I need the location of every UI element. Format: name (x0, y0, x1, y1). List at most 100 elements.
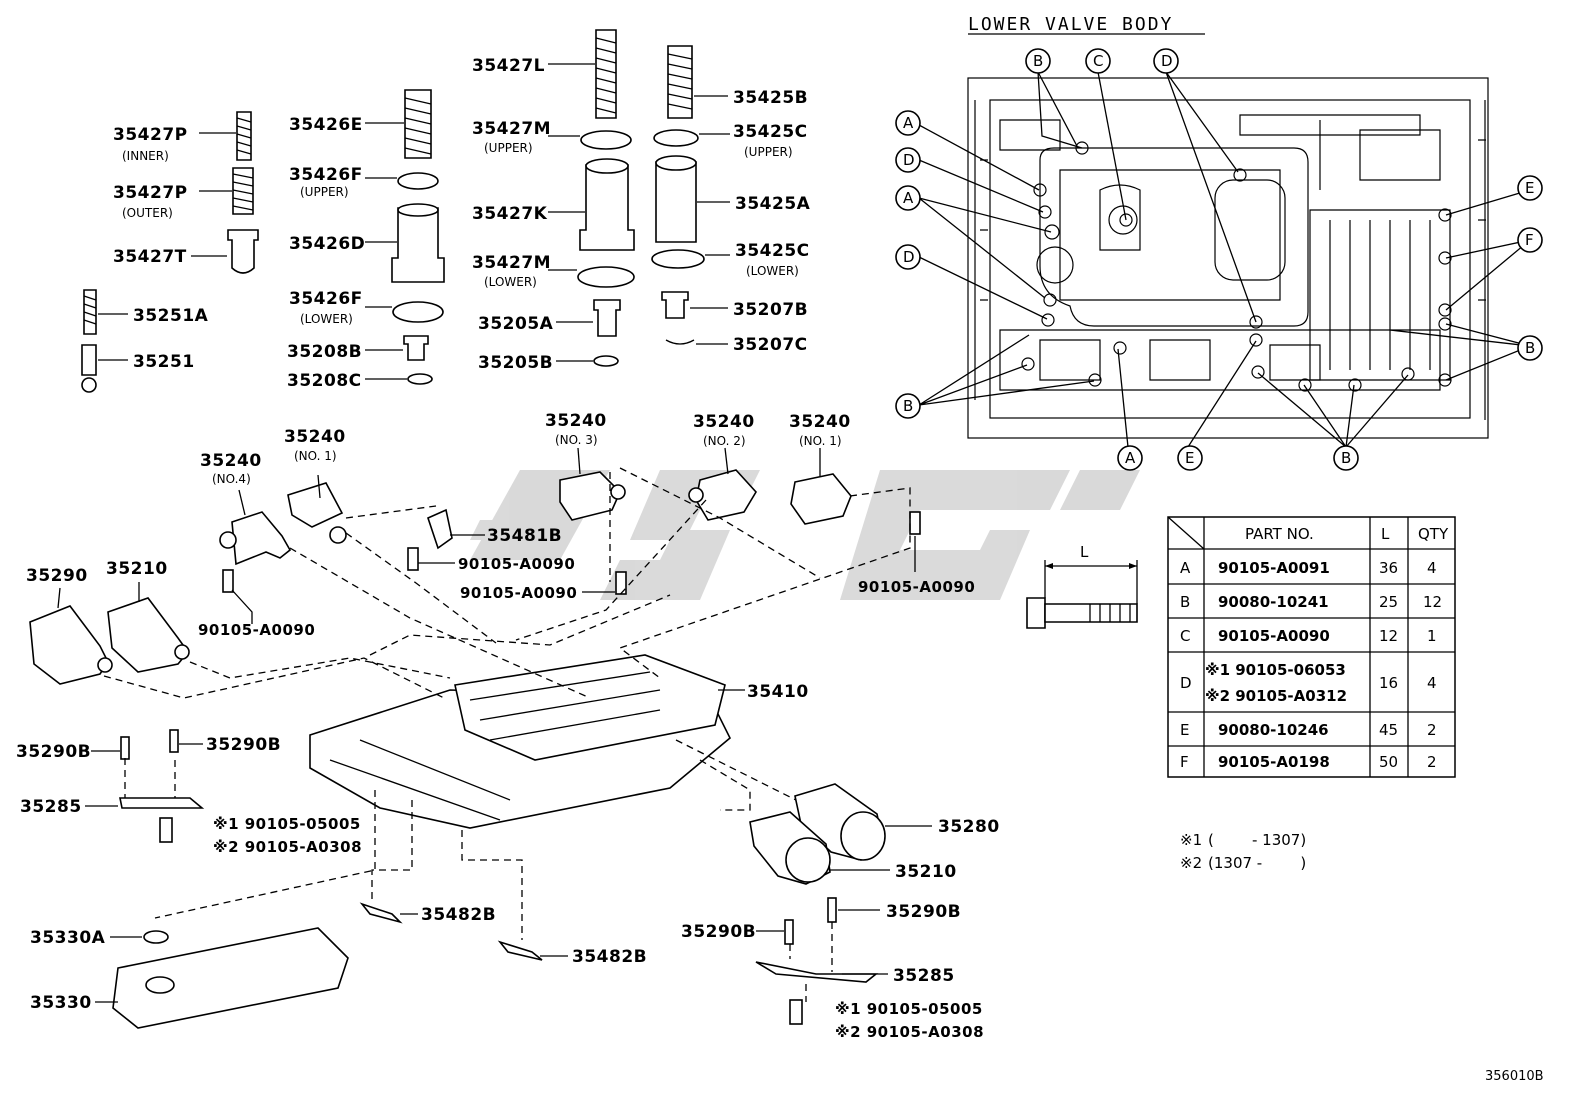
part-35205A (556, 299, 621, 337)
sub-35427M-lower: (LOWER) (484, 275, 537, 289)
bracket-35482B-a (359, 902, 418, 924)
oring-35330A (110, 930, 169, 944)
part-35205B (556, 355, 619, 367)
table-letter-f: F (1180, 753, 1189, 771)
label-35330: 35330 (30, 993, 92, 1013)
table-part-a: 90105-A0091 (1218, 559, 1330, 577)
note-2-mark: ※2 (1180, 854, 1202, 872)
table-part-e: 90080-10246 (1218, 721, 1329, 739)
plate-35285-left (85, 797, 205, 809)
solenoid-no4 (219, 489, 292, 566)
table-letter-e: E (1180, 721, 1189, 739)
table-letter-b: B (1180, 593, 1190, 611)
label-35426F-upper: 35426F (289, 165, 363, 185)
label-35426D: 35426D (289, 234, 365, 254)
solenoid-no1-left (287, 474, 347, 544)
diagram-title: LOWER VALVE BODY (968, 14, 1173, 35)
callout-e-right: E (1525, 179, 1534, 197)
sub-35425C-lower: (LOWER) (746, 264, 799, 278)
table-letter-d: D (1180, 674, 1192, 692)
part-35427M-upper (548, 130, 632, 150)
part-35208C (365, 373, 433, 385)
bracket-35482B-b (497, 940, 568, 961)
table-l-f: 50 (1379, 753, 1398, 771)
label-35427M-lower: 35427M (472, 253, 551, 273)
table-l-c: 12 (1379, 627, 1398, 645)
note-1-text: ( - 1307) (1208, 831, 1306, 849)
callout-a-1: A (903, 114, 914, 132)
part-35427T (191, 229, 259, 274)
table-header-qty: QTY (1418, 525, 1449, 543)
label-bolt-c: 90105-A0090 (198, 621, 315, 639)
bolt-dimension-drawing (1026, 560, 1138, 629)
label-35290B-d: 35290B (886, 902, 961, 922)
callout-a-2: A (903, 189, 914, 207)
bolt-left-35285 (159, 817, 173, 843)
table-letter-c: C (1180, 627, 1190, 645)
table-header-part: PART NO. (1245, 525, 1314, 543)
bracket-35481B (427, 508, 485, 550)
plate-35285-right (755, 961, 888, 983)
solenoid-no3 (559, 447, 626, 521)
label-35427T: 35427T (113, 247, 187, 267)
solenoid-35290 (29, 587, 113, 685)
part-35251A (83, 289, 128, 335)
label-35427P-outer: 35427P (113, 183, 188, 203)
label-35290: 35290 (26, 566, 88, 586)
label-35285-left: 35285 (20, 797, 82, 817)
part-35427P-outer (199, 167, 254, 215)
label-35210-right: 35210 (895, 862, 957, 882)
part-35426D (365, 203, 445, 283)
label-35330A: 35330A (30, 928, 106, 948)
table-l-e: 45 (1379, 721, 1398, 739)
part-35427L (548, 29, 617, 119)
callout-a-bottom: A (1125, 449, 1136, 467)
lower-valve-body-drawing (918, 71, 1531, 448)
label-35207B: 35207B (733, 300, 808, 320)
label-bolt-d: 90105-A0090 (858, 578, 975, 596)
label-solenoid-no4: 35240 (200, 451, 262, 471)
table-part-c: 90105-A0090 (1218, 627, 1330, 645)
label-35290B-a: 35290B (16, 742, 91, 762)
bolt-right-35285 (789, 999, 803, 1025)
part-35207B (661, 291, 728, 319)
sub-solenoid-no1-left: (NO. 1) (294, 449, 337, 463)
label-35290B-b: 35290B (206, 735, 281, 755)
table-part-d1: ※1 90105-06053 (1205, 661, 1346, 679)
table-qty-e: 2 (1427, 721, 1437, 739)
table-qty-b: 12 (1423, 593, 1442, 611)
callout-b-right: B (1525, 339, 1535, 357)
table-qty-a: 4 (1427, 559, 1437, 577)
part-35426F-upper (365, 172, 439, 190)
sub-solenoid-no3: (NO. 3) (555, 433, 598, 447)
label-bolt-left-2: ※2 90105-A0308 (213, 838, 362, 856)
pin-35290B-a (91, 736, 130, 760)
callout-b-top: B (1033, 52, 1043, 70)
callout-b-bottom: B (1341, 449, 1351, 467)
part-35425C-upper (653, 129, 730, 147)
label-35425A: 35425A (735, 194, 811, 214)
solenoid-no1-right (790, 448, 852, 525)
label-35426F-lower: 35426F (289, 289, 363, 309)
bolt-upper-c (222, 569, 253, 624)
label-35481B: 35481B (487, 526, 562, 546)
sub-35427P-inner: (INNER) (122, 149, 169, 163)
sub-35426F-upper: (UPPER) (300, 185, 349, 199)
label-solenoid-no1-left: 35240 (284, 427, 346, 447)
pin-35290B-c (756, 919, 794, 945)
part-35251 (81, 344, 128, 393)
bolt-upper-b (582, 571, 627, 595)
label-35425C-lower: 35425C (735, 241, 810, 261)
callout-b-left: B (903, 397, 913, 415)
part-35427K (548, 158, 635, 251)
label-bolt-b: 90105-A0090 (460, 584, 577, 602)
label-35210-left: 35210 (106, 559, 168, 579)
reference-code: 356010B (1485, 1069, 1544, 1084)
label-35410: 35410 (747, 682, 809, 702)
callout-d-top: D (1161, 52, 1173, 70)
label-35427M-upper: 35427M (472, 119, 551, 139)
bolt-upper-a (407, 547, 455, 571)
label-solenoid-no1-right: 35240 (789, 412, 851, 432)
label-35427P-inner: 35427P (113, 125, 188, 145)
